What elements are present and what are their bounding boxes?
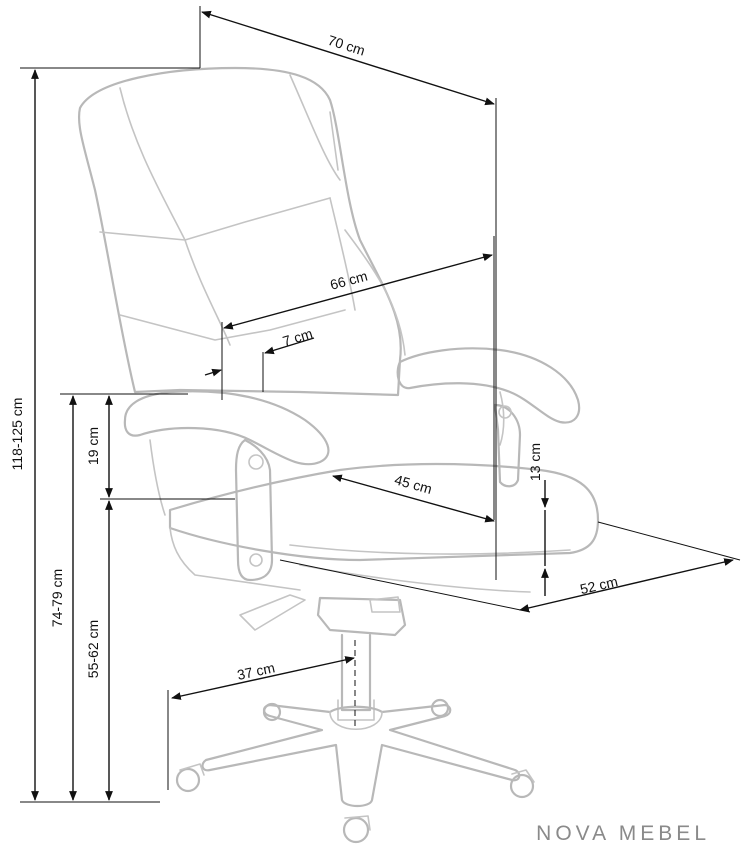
label-overall-width: 70 cm <box>326 32 367 59</box>
right-armrest <box>396 347 581 424</box>
left-armrest <box>123 390 330 466</box>
gas-cylinder <box>340 633 372 712</box>
label-backrest-width: 66 cm <box>328 268 369 293</box>
casters <box>175 698 535 844</box>
chair-illustration <box>77 66 600 844</box>
dim-line-7-right <box>264 337 315 355</box>
dim-line-70 <box>201 10 495 106</box>
dim-line-7-left <box>204 368 222 377</box>
dimension-lines <box>20 6 741 803</box>
seat-mechanism <box>316 596 407 637</box>
label-armrest-width: 7 cm <box>281 325 315 349</box>
backrest-outline <box>77 66 402 397</box>
brand-logo: NOVA MEBEL <box>536 822 710 845</box>
label-seat-thickness: 13 cm <box>527 443 543 481</box>
star-base <box>201 703 521 808</box>
dim-line-52 <box>519 558 734 612</box>
label-seat-height: 55-62 cm <box>85 620 101 678</box>
dim-line-45 <box>332 474 495 523</box>
label-depth: 52 cm <box>579 573 620 597</box>
label-seat-depth: 45 cm <box>393 471 434 497</box>
label-base-radius: 37 cm <box>236 659 277 683</box>
dim-line-66 <box>223 253 493 330</box>
label-total-height: 118-125 cm <box>9 398 25 471</box>
dim-line-37 <box>171 656 355 700</box>
left-arm-support <box>234 438 274 582</box>
seat-outline <box>168 462 600 562</box>
label-armrest-height: 19 cm <box>85 427 101 465</box>
label-armrest-floor-height: 74-79 cm <box>49 569 65 627</box>
